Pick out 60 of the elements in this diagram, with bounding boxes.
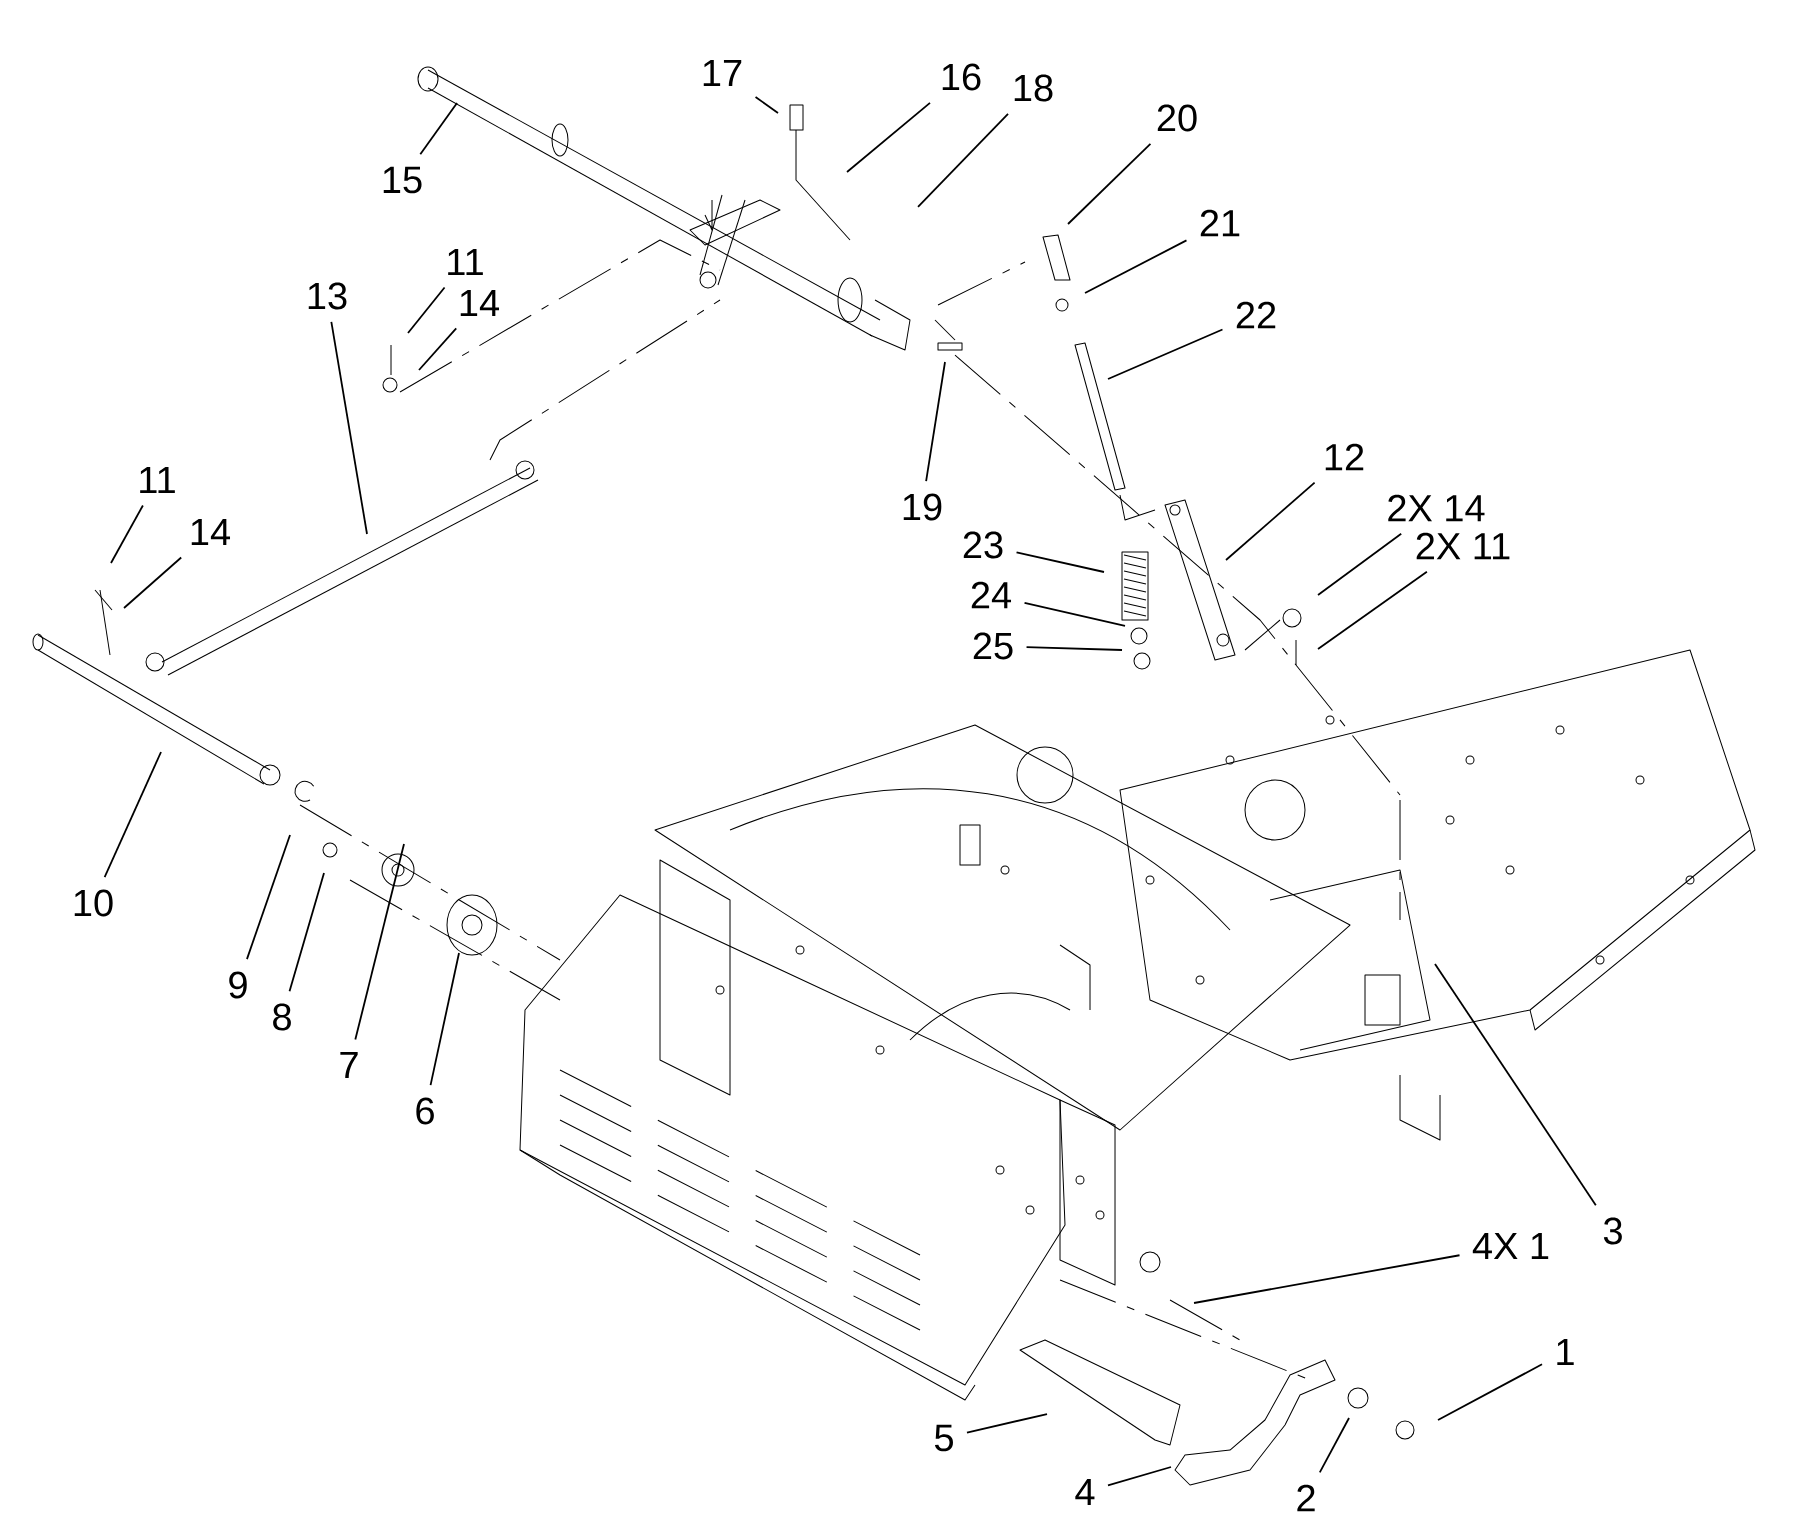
callout-number: 13 [308, 282, 347, 310]
leader-line [754, 96, 779, 114]
leader-line [925, 361, 946, 483]
leader-line [246, 834, 291, 961]
callout-number: 22 [1236, 301, 1276, 329]
leader-line [1225, 481, 1316, 561]
callout-number: 24 [971, 581, 1011, 609]
callout-number: 14 [191, 518, 230, 546]
callout-number: 2X 11 [1416, 532, 1510, 560]
leader-line [123, 556, 183, 609]
leader-line [1067, 142, 1152, 225]
callout-number: 1 [1557, 1338, 1574, 1366]
callout-number: 9 [229, 971, 247, 999]
leader-line [1317, 532, 1403, 596]
leader-line [1107, 328, 1224, 380]
callout-number: 4X 1 [1472, 1232, 1549, 1260]
callout-number: 8 [273, 1003, 291, 1031]
leader-line [1437, 1363, 1543, 1421]
callout-number: 25 [973, 632, 1013, 660]
leader-line [429, 952, 460, 1087]
callout-number: 2 [1297, 1484, 1315, 1512]
callout-number: 18 [1014, 74, 1053, 102]
callout-number: 5 [934, 1424, 953, 1452]
callout-number: 17 [703, 59, 742, 87]
leader-line [1434, 963, 1597, 1207]
leader-line [846, 101, 931, 173]
leader-line [1023, 601, 1126, 627]
callout-number: 4 [1075, 1478, 1095, 1506]
leader-line [1193, 1254, 1461, 1304]
callout-number: 20 [1157, 104, 1197, 132]
callout-number: 15 [383, 166, 422, 194]
leader-line [1084, 239, 1188, 294]
callout-number: 3 [1603, 1217, 1622, 1245]
leader-line [330, 320, 368, 535]
callout-number: 19 [903, 493, 942, 521]
leader-line [1015, 551, 1105, 573]
callout-number: 23 [963, 531, 1003, 559]
leader-line [288, 872, 325, 993]
callout-number: 11 [140, 466, 175, 494]
callout-number: 10 [74, 889, 113, 917]
leader-line [966, 1413, 1048, 1434]
leader-line [1025, 646, 1123, 651]
callout-number: 7 [340, 1051, 358, 1079]
callout-number: 6 [416, 1097, 434, 1125]
leader-line [1318, 1417, 1350, 1474]
callout-number: 14 [460, 289, 499, 317]
leader-line [419, 102, 458, 156]
leader-line [1317, 570, 1428, 650]
leader-line [917, 112, 1009, 208]
leader-line [103, 751, 162, 879]
leader-line [354, 843, 405, 1041]
callout-number: 16 [942, 63, 981, 91]
callout-number: 12 [1325, 443, 1364, 471]
leader-line [418, 327, 458, 371]
leader-line [110, 504, 144, 564]
callout-number: 11 [448, 248, 483, 276]
callout-number: 2X 14 [1388, 494, 1485, 522]
leader-line [1107, 1466, 1172, 1487]
callout-number: 21 [1200, 209, 1240, 237]
leader-line [407, 286, 446, 334]
